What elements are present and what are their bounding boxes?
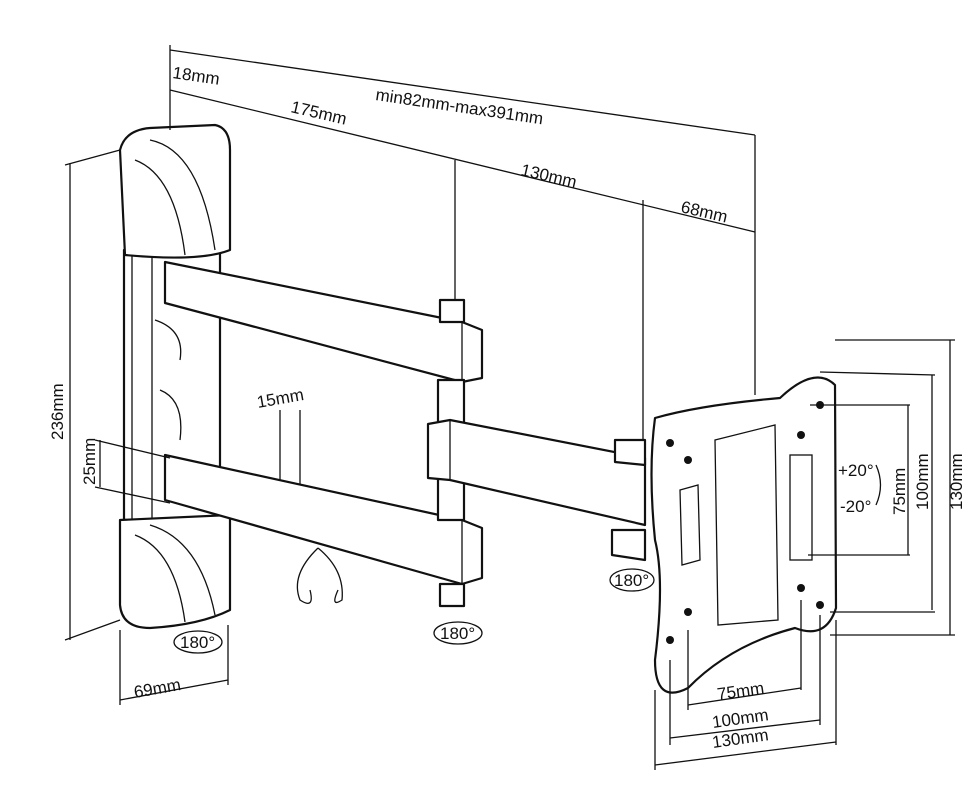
label-wall-plate-width: 69mm (132, 675, 182, 702)
wall-plate (118, 123, 232, 630)
label-arm-spacing: 25mm (80, 438, 99, 485)
label-first-arm: 175mm (289, 97, 349, 128)
rotation-icons (173, 464, 882, 654)
label-head-swivel: 180° (614, 571, 649, 590)
label-arm-thickness: 15mm (255, 385, 305, 412)
label-vesa-v-100: 100mm (913, 453, 932, 510)
label-wall-swivel: 180° (180, 633, 215, 652)
label-head-depth: 68mm (679, 197, 729, 226)
cable-hook (296, 547, 343, 604)
label-second-arm: 130mm (519, 160, 579, 191)
label-arm-swivel: 180° (440, 624, 475, 643)
dimension-lines (64, 45, 955, 770)
label-tilt-up: +20° (838, 461, 874, 480)
vesa-holes (666, 401, 824, 644)
label-vesa-v-130: 130mm (947, 453, 966, 510)
label-wall-plate-height: 236mm (48, 383, 67, 440)
label-wall-plate-depth: 18mm (171, 63, 220, 89)
label-vesa-v-75: 75mm (890, 468, 909, 515)
vesa-plate (650, 376, 838, 694)
label-tilt-down: -20° (840, 497, 871, 516)
label-vesa-h-75: 75mm (716, 679, 765, 704)
